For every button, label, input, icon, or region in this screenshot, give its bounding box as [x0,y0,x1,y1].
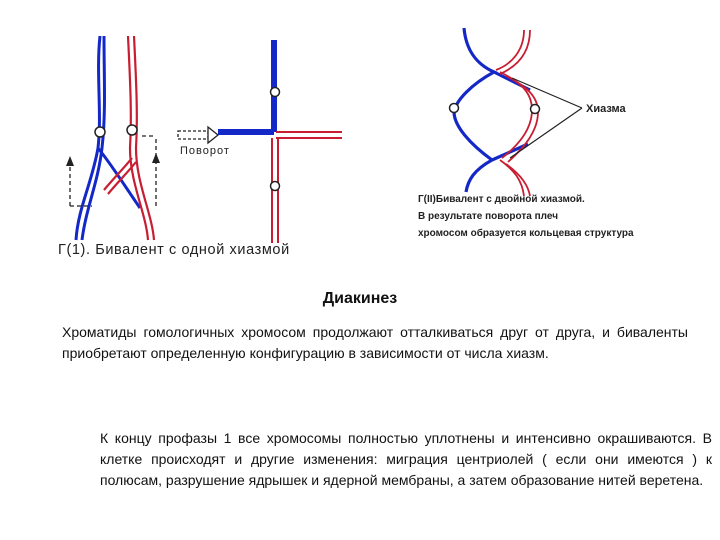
centromere-rotated-bottom [269,180,281,192]
section-title: Диакинез [322,290,398,307]
centromere-red [126,124,138,136]
rotation-arrow [177,125,220,145]
arrow-up-left-icon [66,156,74,166]
arrow-up-right-icon [152,153,160,163]
paragraph-prophase-end: К концу профазы 1 все хромосомы полность… [100,430,712,488]
double-chiasma-figure: Хиазма Г(II)Бивалент с двойной хиазмой. … [418,27,634,239]
chiasma-pointer-lines [509,77,583,159]
single-chiasma-figure: Поворот Г(1). Бивалент с одной хиазмой [58,35,342,258]
rotated-chromosomes [218,40,342,243]
blue-chromosome-left [74,35,142,241]
chiasma-label: Хиазма [586,103,627,115]
right-caption-line-1: Г(II)Бивалент с двойной хиазмой. [418,194,585,205]
rotation-label: Поворот [180,145,230,157]
right-caption-line-2: В результате поворота плеч [418,211,558,222]
right-caption-line-3: хромосом образуется кольцевая структура [418,227,634,239]
centromere-rotated-top [269,86,281,98]
left-figure-caption: Г(1). Бивалент с одной хиазмой [58,242,290,258]
paragraph-chromatids: Хроматиды гомологичных хромосом продолжа… [62,324,688,361]
centromere-blue [94,126,106,138]
centromere-ring-blue [448,102,460,114]
red-chromosome-left [103,35,156,241]
centromere-ring-red [529,103,541,115]
rotation-guide-dashed [69,135,157,207]
